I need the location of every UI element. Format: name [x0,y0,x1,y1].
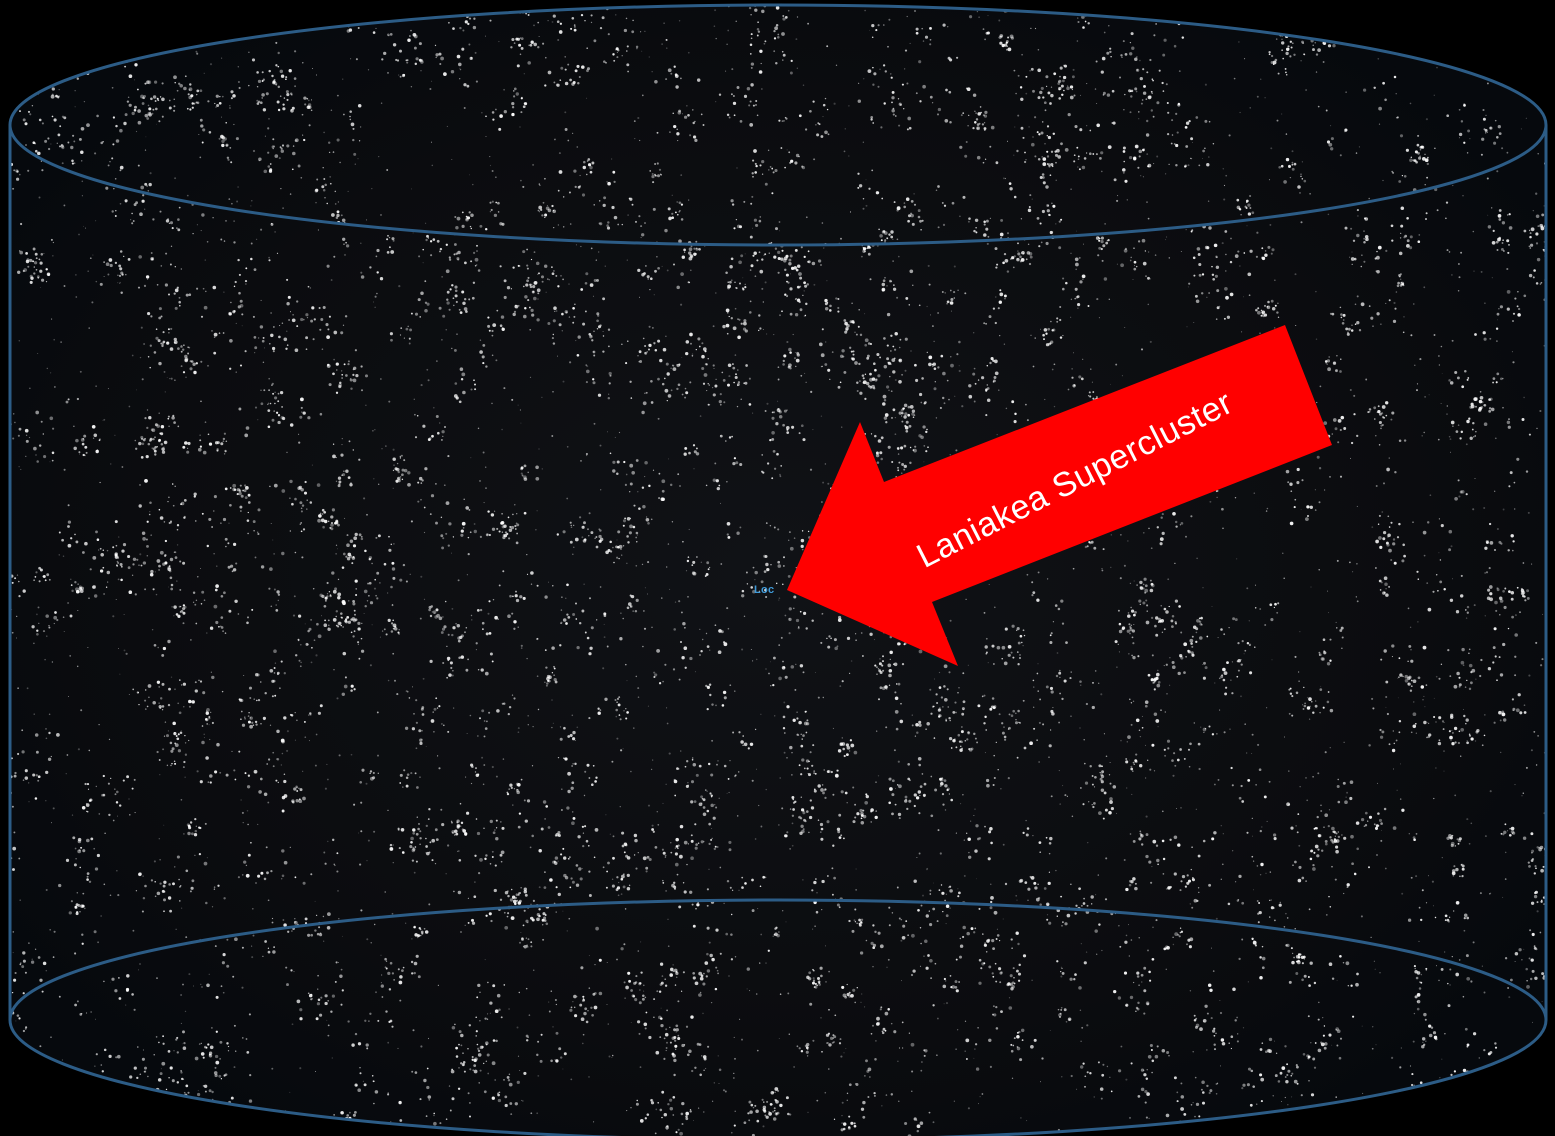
laniakea-arrow-icon [787,325,1332,666]
cylinder-outline [8,3,1548,1136]
cylinder-body [10,5,1546,1136]
